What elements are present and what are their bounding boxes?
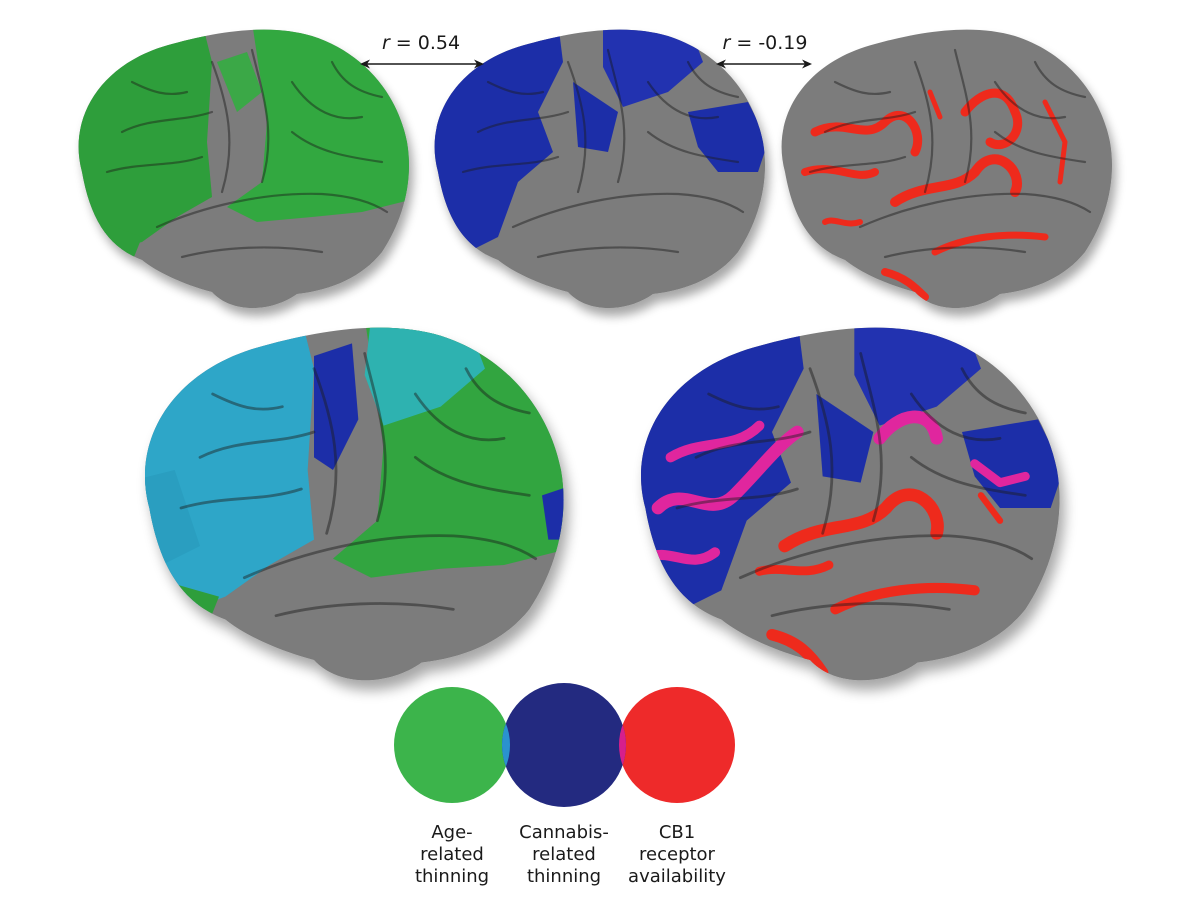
r-value: 0.54 bbox=[417, 32, 461, 54]
label-line: related bbox=[420, 844, 484, 865]
cannabis-cb1-overlap-brain bbox=[608, 318, 1088, 698]
r-symbol: r bbox=[722, 32, 731, 54]
double-arrow-icon bbox=[716, 59, 812, 69]
age-cannabis-overlap-brain bbox=[112, 318, 592, 698]
cannabis-related-thinning-brain bbox=[418, 22, 778, 322]
label-line: receptor bbox=[639, 844, 715, 865]
label-line: thinning bbox=[414, 866, 490, 887]
legend-label-cannabis: Cannabis- related thinning bbox=[499, 822, 629, 888]
r-value: -0.19 bbox=[758, 32, 808, 54]
age-circle bbox=[394, 687, 510, 803]
brain-render bbox=[434, 29, 766, 308]
label-line: related bbox=[532, 844, 596, 865]
cb1-circle bbox=[619, 687, 735, 803]
equals-sign: = bbox=[730, 32, 759, 54]
label-line: Cannabis- bbox=[519, 822, 609, 843]
label-line: CB1 bbox=[658, 822, 696, 843]
correlation-cannabis-cb1: r = -0.19 bbox=[700, 32, 830, 54]
label-line: availability bbox=[628, 866, 726, 887]
cannabis-circle bbox=[502, 683, 626, 807]
legend-label-age: Age- related thinning bbox=[387, 822, 517, 888]
age-related-thinning-brain bbox=[62, 22, 422, 322]
brain-render bbox=[781, 29, 1113, 308]
venn-diagram bbox=[394, 683, 735, 807]
label-line: thinning bbox=[526, 866, 602, 887]
r-symbol: r bbox=[381, 32, 390, 54]
cb1-receptor-availability-brain bbox=[765, 22, 1125, 322]
brain-render bbox=[640, 327, 1060, 681]
equals-sign: = bbox=[389, 32, 418, 54]
label-line: Age- bbox=[431, 822, 473, 843]
venn-legend: Age- related thinning Cannabis- related … bbox=[392, 670, 742, 900]
brain-render bbox=[78, 29, 410, 308]
brain-render bbox=[144, 327, 564, 681]
correlation-age-cannabis: r = 0.54 bbox=[356, 32, 486, 54]
legend-label-cb1: CB1 receptor availability bbox=[612, 822, 742, 888]
double-arrow-icon bbox=[360, 59, 484, 69]
